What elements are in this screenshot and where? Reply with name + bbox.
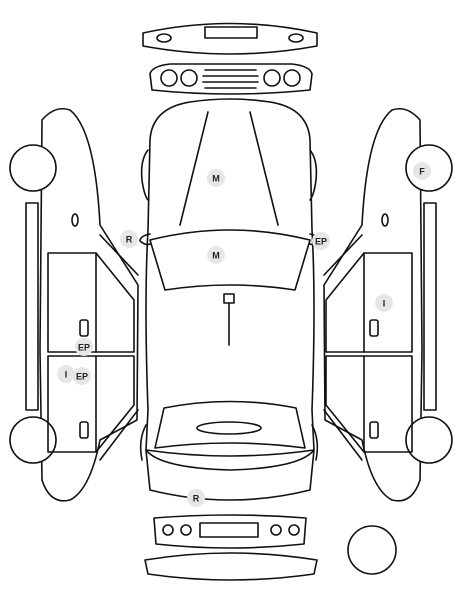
right-door-handle-2[interactable]: [369, 421, 379, 439]
left-side[interactable]: [9, 107, 139, 502]
right-fuel-cap: [381, 213, 389, 227]
fog-light-left: [156, 33, 172, 43]
marker-right-door[interactable]: I: [375, 294, 393, 312]
marker-label: EP: [78, 343, 90, 353]
right-front-door[interactable]: [325, 252, 413, 353]
marker-label: I: [65, 370, 68, 380]
left-rear-wheel[interactable]: [9, 416, 57, 464]
roof-antenna-base: [223, 293, 235, 304]
rear-lower-bumper[interactable]: [144, 552, 318, 581]
front-bumper[interactable]: [142, 22, 318, 55]
headlight-right-inner: [263, 69, 281, 87]
car-body-top[interactable]: [139, 98, 323, 471]
tail-light-right-1: [270, 524, 282, 536]
marker-top-rear-roof[interactable]: M: [207, 169, 225, 187]
headlight-left-inner: [180, 69, 198, 87]
right-rear-door[interactable]: [325, 355, 413, 453]
marker-rear-bumper[interactable]: R: [187, 489, 205, 507]
marker-left-door-ep-lower[interactable]: EP: [73, 367, 91, 385]
tail-light-left-2: [180, 524, 192, 536]
front-grille[interactable]: [149, 63, 313, 95]
marker-label: M: [212, 251, 220, 261]
tail-light-right-2: [288, 524, 300, 536]
marker-left-mirror[interactable]: R: [120, 230, 138, 248]
marker-label: F: [419, 167, 425, 177]
marker-left-door-ep-upper[interactable]: EP: [75, 338, 93, 356]
marker-label: EP: [76, 372, 88, 382]
marker-top-windshield[interactable]: M: [207, 246, 225, 264]
right-sill: [423, 202, 437, 411]
left-rear-door[interactable]: [47, 355, 135, 453]
left-fuel-cap: [71, 213, 79, 227]
windshield[interactable]: [149, 229, 311, 291]
marker-label: I: [383, 299, 386, 309]
front-plate-slot: [204, 26, 258, 39]
marker-right-front-wheel[interactable]: F: [413, 162, 431, 180]
rear-bumper[interactable]: [144, 514, 318, 581]
rear-plate-slot: [199, 522, 259, 538]
fog-light-right: [288, 33, 304, 43]
right-rear-wheel[interactable]: [405, 416, 453, 464]
hood-crease-left: [179, 111, 209, 226]
rear-window-wiper: [196, 421, 262, 435]
right-side[interactable]: [323, 107, 453, 502]
headlight-left-outer: [160, 69, 178, 87]
trunk[interactable]: [145, 449, 315, 501]
tail-light-left-1: [162, 524, 174, 536]
hood-crease-right: [249, 111, 279, 226]
left-door-handle-1[interactable]: [79, 319, 89, 337]
marker-label: R: [193, 494, 200, 504]
rear-window[interactable]: [154, 400, 306, 449]
marker-label: EP: [315, 237, 327, 247]
marker-label: M: [212, 174, 220, 184]
left-front-wheel[interactable]: [9, 144, 57, 192]
marker-left-door-i[interactable]: I: [57, 365, 75, 383]
spare-wheel[interactable]: [347, 525, 397, 575]
mirror-left[interactable]: [139, 233, 151, 246]
left-front-door[interactable]: [47, 252, 135, 353]
left-door-handle-2[interactable]: [79, 421, 89, 439]
marker-label: R: [126, 235, 133, 245]
left-sill: [25, 202, 39, 411]
right-door-handle-1[interactable]: [369, 319, 379, 337]
headlight-right-outer: [283, 69, 301, 87]
marker-right-mirror[interactable]: EP: [312, 232, 330, 250]
